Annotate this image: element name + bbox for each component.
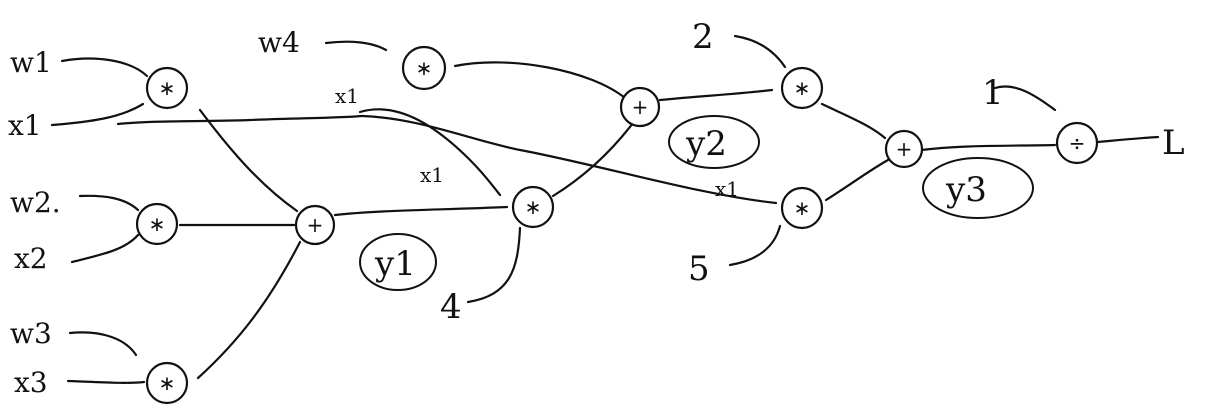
op-symbol: ∗ (149, 212, 166, 236)
node-mul-2: ∗ (135, 202, 179, 246)
intermediate-y2: y2 (668, 115, 760, 169)
label-w2: w2. (10, 186, 61, 219)
const-1: 1 (982, 73, 1004, 113)
node-mul-7: ∗ (780, 186, 824, 230)
edge-mul1-add1 (198, 108, 299, 213)
edge-x2-mul2 (70, 233, 140, 264)
edge-mul6-add3 (820, 102, 887, 140)
edge-add2-mul6 (658, 88, 774, 102)
node-add-1: + (294, 204, 336, 246)
edges (50, 34, 1160, 384)
label-y1: y1 (374, 244, 416, 284)
const-5: 5 (688, 249, 710, 289)
label-x2: x2 (14, 242, 48, 275)
edge-x1-mul4 (358, 108, 502, 197)
intermediate-y1: y1 (359, 233, 437, 291)
node-mul-6: ∗ (780, 66, 824, 110)
edge-2-mul6 (733, 34, 787, 69)
edge-w2-mul2 (78, 194, 140, 212)
op-symbol: + (307, 213, 324, 237)
output-L: L (1162, 123, 1185, 163)
const-2: 2 (692, 17, 714, 57)
op-symbol: ∗ (159, 76, 176, 100)
intermediate-y3: y3 (922, 157, 1034, 219)
edge-mul5-add2 (453, 61, 627, 100)
edge-1-div (993, 85, 1057, 112)
label-y2: y2 (685, 124, 727, 164)
op-symbol: + (896, 137, 913, 161)
edge-x1-mul1 (50, 102, 145, 127)
edge-label-x1: x1 (715, 177, 739, 201)
node-mul-4: ∗ (511, 185, 555, 229)
op-symbol: + (632, 95, 649, 119)
node-mul-5: ∗ (401, 45, 447, 91)
edge-mul3-add1 (196, 240, 302, 380)
edge-label-x1: x1 (335, 84, 359, 108)
label-x3: x3 (14, 366, 48, 399)
op-symbol: ∗ (416, 56, 433, 80)
edge-add3-div (920, 143, 1057, 152)
op-symbol: ∗ (794, 76, 811, 100)
node-div: ÷ (1055, 121, 1099, 165)
edge-add1-mul4 (333, 205, 509, 217)
node-add-3: + (884, 129, 924, 169)
edge-div-L (1096, 135, 1160, 144)
edge-label-x1: x1 (420, 163, 444, 187)
label-w3: w3 (10, 317, 52, 350)
node-mul-3: ∗ (145, 361, 189, 405)
op-symbol: ∗ (525, 195, 542, 219)
edge-mul4-add2 (551, 121, 635, 198)
label-w4: w4 (258, 26, 300, 59)
op-symbol: ∗ (794, 196, 811, 220)
label-y3: y3 (945, 170, 987, 210)
const-4: 4 (440, 287, 462, 327)
edge-x1-long (116, 114, 364, 126)
edge-mul7-add3 (824, 158, 890, 202)
edge-x3-mul3 (66, 379, 146, 384)
op-symbol: ∗ (159, 371, 176, 395)
label-x1: x1 (8, 109, 42, 142)
node-mul-1: ∗ (145, 66, 189, 110)
edge-x1-mul7 (360, 114, 778, 205)
label-w1: w1 (10, 46, 52, 79)
edge-w4-mul5 (324, 40, 388, 52)
edge-5-mul7 (728, 224, 782, 267)
edge-w3-mul3 (68, 331, 138, 357)
op-symbol: ÷ (1069, 131, 1086, 155)
node-add-2: + (619, 86, 661, 128)
edge-4-mul4 (466, 226, 522, 304)
edge-w1-mul1 (60, 57, 149, 78)
